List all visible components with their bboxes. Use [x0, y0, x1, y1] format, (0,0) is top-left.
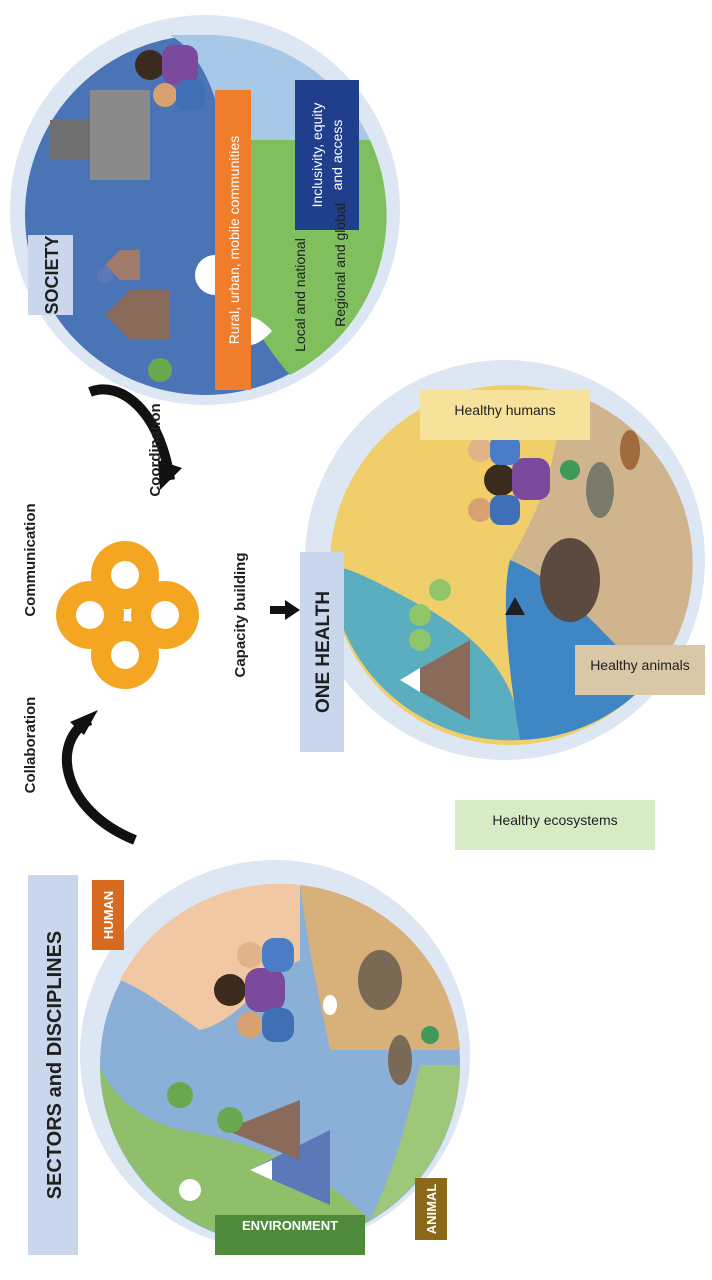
animal-label: ANIMAL [424, 1184, 439, 1235]
chicken-icon [323, 995, 337, 1015]
one-health-title: ONE HEALTH [313, 591, 334, 713]
gorilla-icon [358, 950, 402, 1010]
tree-icon [217, 1107, 243, 1133]
people-icon [468, 435, 550, 525]
one-health-title-box [300, 552, 344, 752]
horse-icon [388, 1035, 412, 1085]
process-panel: Collaboration Communication Coordination… [22, 384, 300, 845]
people-icon [135, 45, 206, 110]
inclusivity-label-line1: Inclusivity, equity [309, 103, 325, 208]
capacity-building-label: Capacity building [232, 552, 249, 677]
arrow-head-icon [158, 460, 182, 490]
ecosystems-region [330, 565, 520, 741]
environment-label-box [215, 1215, 365, 1255]
animals-label: Healthy animals [590, 657, 690, 673]
human-label: HUMAN [101, 891, 116, 939]
bird-icon [560, 460, 580, 480]
arrow-head-icon [285, 600, 300, 620]
coordination-label: Coordination [147, 403, 164, 496]
tree-icon [429, 579, 451, 601]
house-icon [105, 250, 140, 280]
gorilla-icon [540, 538, 600, 622]
goat-icon [586, 462, 614, 518]
animals-region [510, 390, 693, 680]
sectors-title: SECTORS and DISCIPLINES [44, 931, 66, 1200]
communities-label-box [215, 90, 251, 390]
arrow-from-society [88, 384, 175, 481]
mountain-icon [250, 1130, 330, 1205]
mountain-icon [225, 1100, 300, 1160]
tree-icon [409, 629, 431, 651]
communities-label: Rural, urban, mobile communities [226, 136, 242, 345]
gears-icon [56, 541, 199, 689]
animals-label-box [575, 645, 705, 695]
bird-icon [421, 1026, 439, 1044]
tree-icon [148, 358, 172, 382]
sectors-panel: SECTORS and DISCIPLINES ENVIRONMENT HUMA… [28, 860, 470, 1255]
environment-label: ENVIRONMENT [242, 1218, 338, 1233]
sectors-title-box [28, 875, 78, 1255]
cloud-icon [179, 1179, 201, 1201]
one-health-panel: ONE HEALTH Healthy ecosystems Healthy hu… [300, 360, 705, 850]
building-icon [90, 90, 150, 180]
people-icon [214, 938, 294, 1042]
person-icon [97, 267, 113, 283]
arrow-to-gears [61, 715, 137, 845]
building-icon [50, 120, 90, 160]
humans-label-box [420, 390, 590, 440]
house-icon [105, 290, 170, 340]
society-panel: SOCIETY Rural, urban, mobile communities… [10, 15, 400, 405]
collaboration-label: Collaboration [22, 697, 39, 794]
tree-icon [167, 1082, 193, 1108]
human-label-box [92, 880, 124, 950]
bat-icon [505, 597, 525, 615]
animal-label-box [415, 1178, 447, 1240]
environment-region-lower [370, 1065, 460, 1220]
snow-cap-icon [400, 668, 420, 692]
society-title: SOCIETY [42, 235, 62, 314]
environment-region [100, 1065, 370, 1245]
communication-label: Communication [22, 503, 39, 616]
society-title-box [28, 235, 73, 315]
ecosystems-label-box [455, 800, 655, 850]
snow-cap-icon [250, 1160, 272, 1180]
ecosystems-label: Healthy ecosystems [492, 812, 617, 828]
mountain-icon [400, 640, 470, 720]
inclusivity-label-line2: and access [329, 120, 345, 191]
inclusivity-label-box [295, 80, 359, 230]
regional-global-label: Regional and global [332, 203, 348, 327]
local-national-label: Local and national [292, 238, 308, 352]
humans-label: Healthy humans [454, 402, 555, 418]
deer-icon [620, 430, 640, 470]
arrow-head-icon [70, 710, 98, 735]
tree-icon [409, 604, 431, 626]
